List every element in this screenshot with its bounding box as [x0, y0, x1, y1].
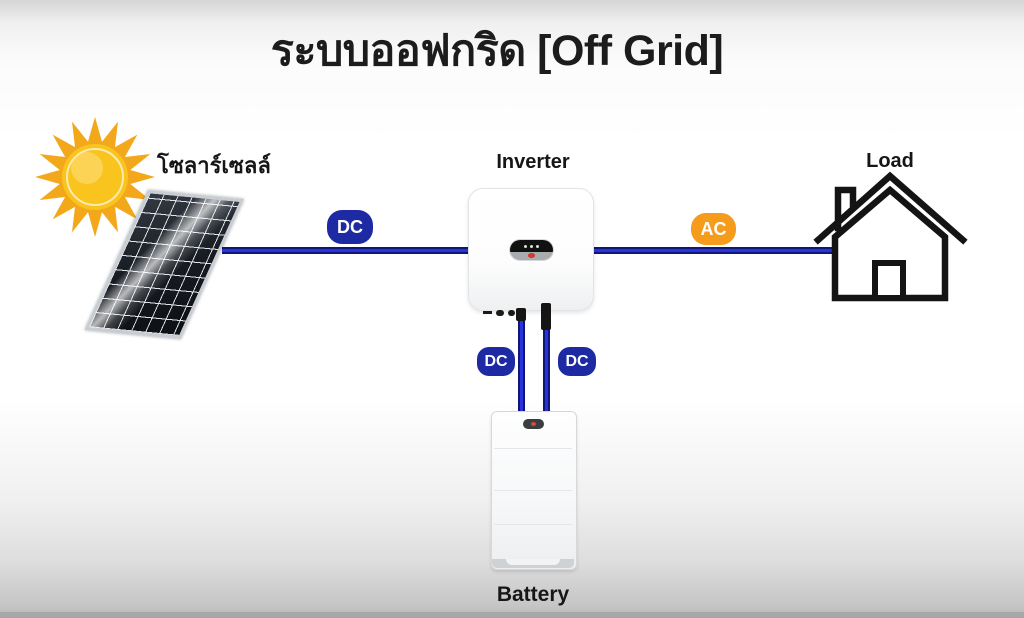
led-icon	[524, 245, 527, 248]
inverter-led-panel	[510, 240, 553, 252]
cable-connector-icon	[541, 303, 551, 330]
battery-indicator	[523, 419, 544, 429]
sun-icon	[35, 117, 155, 237]
battery-label: Battery	[496, 583, 570, 606]
inverter-port-icon	[508, 310, 515, 316]
led-icon	[536, 245, 539, 248]
led-icon	[530, 245, 533, 248]
page-title: ระบบออฟกริด [Off Grid]	[270, 27, 724, 75]
dc-badge-battery-right: DC	[558, 347, 596, 376]
brand-logo-icon	[531, 422, 536, 426]
inverter-label: Inverter	[496, 151, 570, 173]
dc-badge-solar: DC	[327, 210, 373, 244]
brand-logo-icon	[528, 253, 535, 258]
battery-seam	[494, 448, 572, 449]
battery-seam	[494, 490, 572, 491]
inverter-box	[468, 188, 594, 311]
inverter-port-icon	[496, 310, 504, 316]
bottom-edge-strip	[0, 612, 1024, 618]
dc-badge-battery-left: DC	[477, 347, 515, 376]
wire-solar-to-inverter	[222, 247, 470, 254]
ac-badge-load: AC	[691, 213, 736, 245]
inverter-display	[510, 240, 553, 260]
battery-seam	[494, 524, 572, 525]
inverter-port-icon	[483, 311, 492, 314]
wire-inverter-to-load	[592, 247, 838, 254]
battery-box	[491, 411, 577, 570]
cable-connector-icon	[516, 308, 526, 321]
battery-base-notch	[506, 559, 560, 565]
solar-label: โซลาร์เซลล์	[157, 153, 271, 178]
load-label: Load	[866, 150, 914, 172]
wire-inverter-to-battery-right	[543, 309, 550, 415]
inverter-display-base	[510, 252, 553, 260]
house-icon	[813, 171, 968, 302]
wire-inverter-to-battery-left	[518, 309, 525, 415]
